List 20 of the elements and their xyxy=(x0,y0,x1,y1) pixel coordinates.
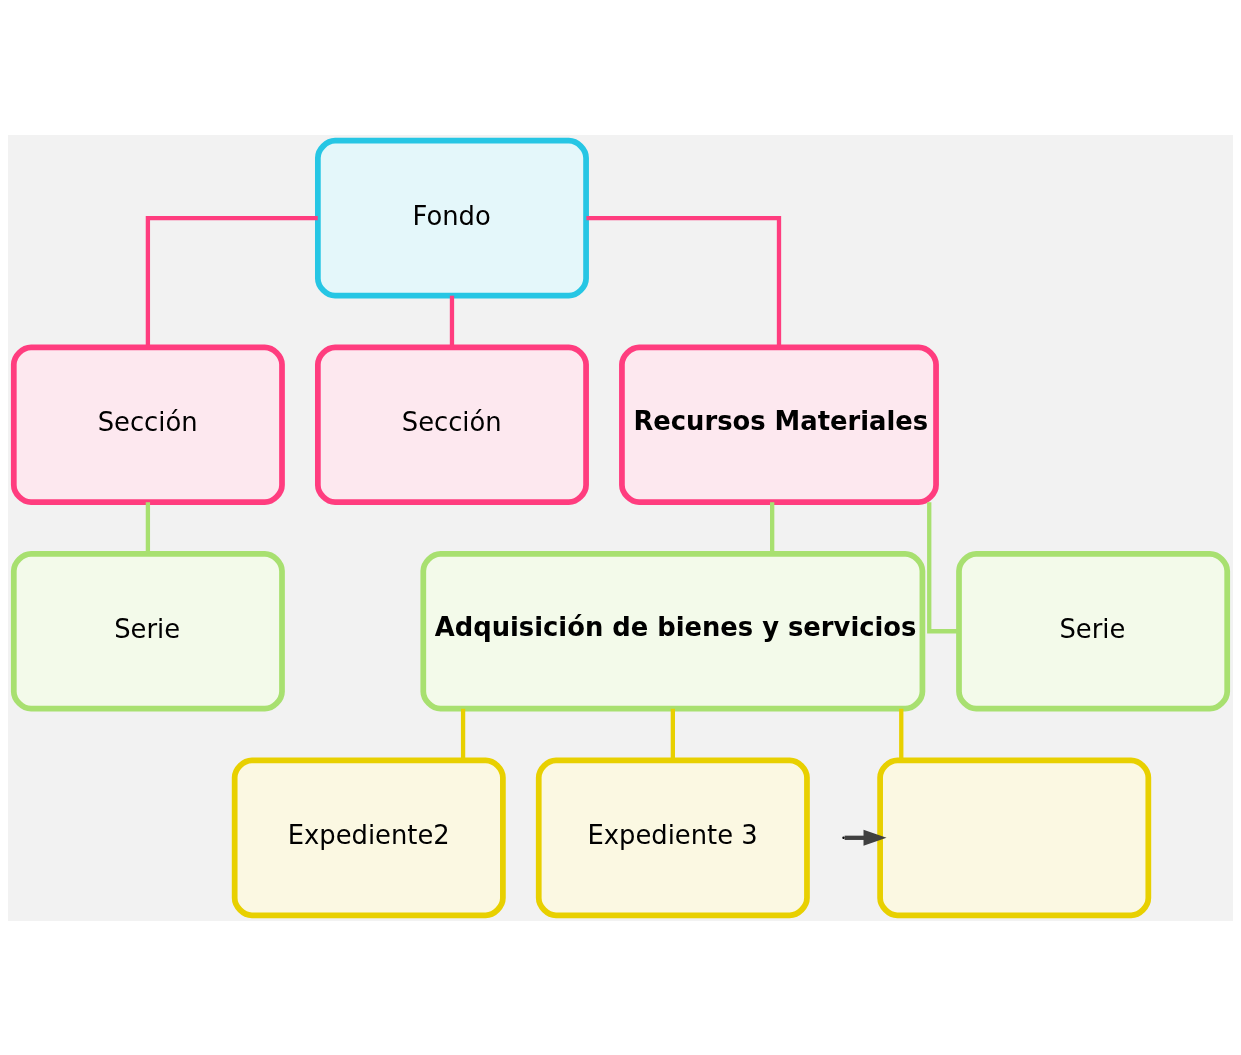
connector xyxy=(670,708,675,760)
connector xyxy=(460,708,466,760)
node-box: Sección xyxy=(315,343,589,505)
connector xyxy=(770,501,775,553)
connector xyxy=(586,215,782,347)
arrow xyxy=(844,829,887,846)
connector xyxy=(449,295,455,347)
node-box: Sección xyxy=(10,343,285,505)
node-box: Serie xyxy=(956,550,1231,712)
node-box: Serie xyxy=(10,550,285,712)
connector xyxy=(145,215,318,347)
node-box: Expediente2 xyxy=(231,757,506,918)
connector xyxy=(899,708,904,760)
node-box: Adquisición de bienes y servicios xyxy=(420,550,926,712)
node-box: Expediente 3 xyxy=(535,757,810,918)
node-box: Recursos Materiales xyxy=(619,343,939,505)
node-box xyxy=(877,757,1152,918)
connector xyxy=(927,501,959,633)
connector xyxy=(145,501,151,553)
node-box: Fondo xyxy=(315,137,589,298)
